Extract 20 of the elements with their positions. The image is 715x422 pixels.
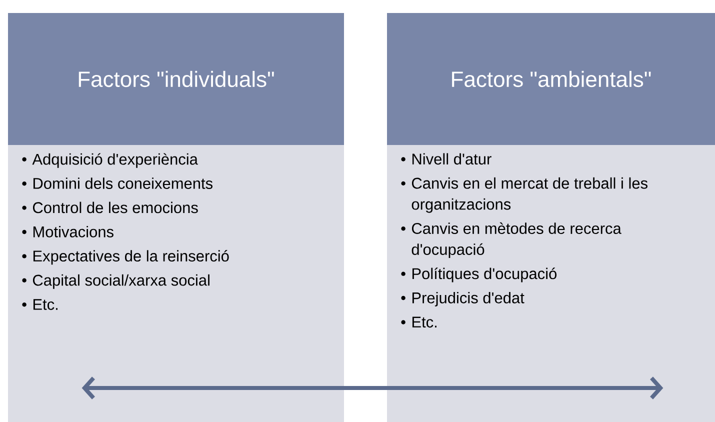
bullet-item: Capital social/xarxa social <box>33 274 210 289</box>
bullet-item: Canvis en mètodes de recerca d'ocupació <box>412 222 622 258</box>
heading: Factors "individuals" <box>78 70 274 88</box>
bullet-item: Nivell d'atur <box>412 153 492 165</box>
bullet-item: Adquisició d'experiència <box>32 153 198 168</box>
bullet-item: Etc. <box>412 316 436 328</box>
heading-box <box>387 13 715 145</box>
double-arrow <box>82 376 664 400</box>
bullet-item: Prejudicis d'edat <box>412 292 524 306</box>
bullet-item: Etc. <box>33 299 58 310</box>
bullet-item: Control de les emocions <box>33 202 198 214</box>
bullet-item: Expectatives de la reinserció <box>33 250 229 265</box>
list-panel <box>387 145 715 422</box>
bullet-item: Domini dels coneixements <box>33 178 212 189</box>
heading-box <box>8 13 344 145</box>
heading: Factors "ambientals" <box>452 70 651 88</box>
bullet-item: Canvis en el mercat de treball i les organitzacions <box>412 177 648 213</box>
bullet-item: Motivacions <box>33 226 114 238</box>
bullet-item: Polítiques d'ocupació <box>412 268 556 282</box>
list-panel <box>8 145 344 422</box>
